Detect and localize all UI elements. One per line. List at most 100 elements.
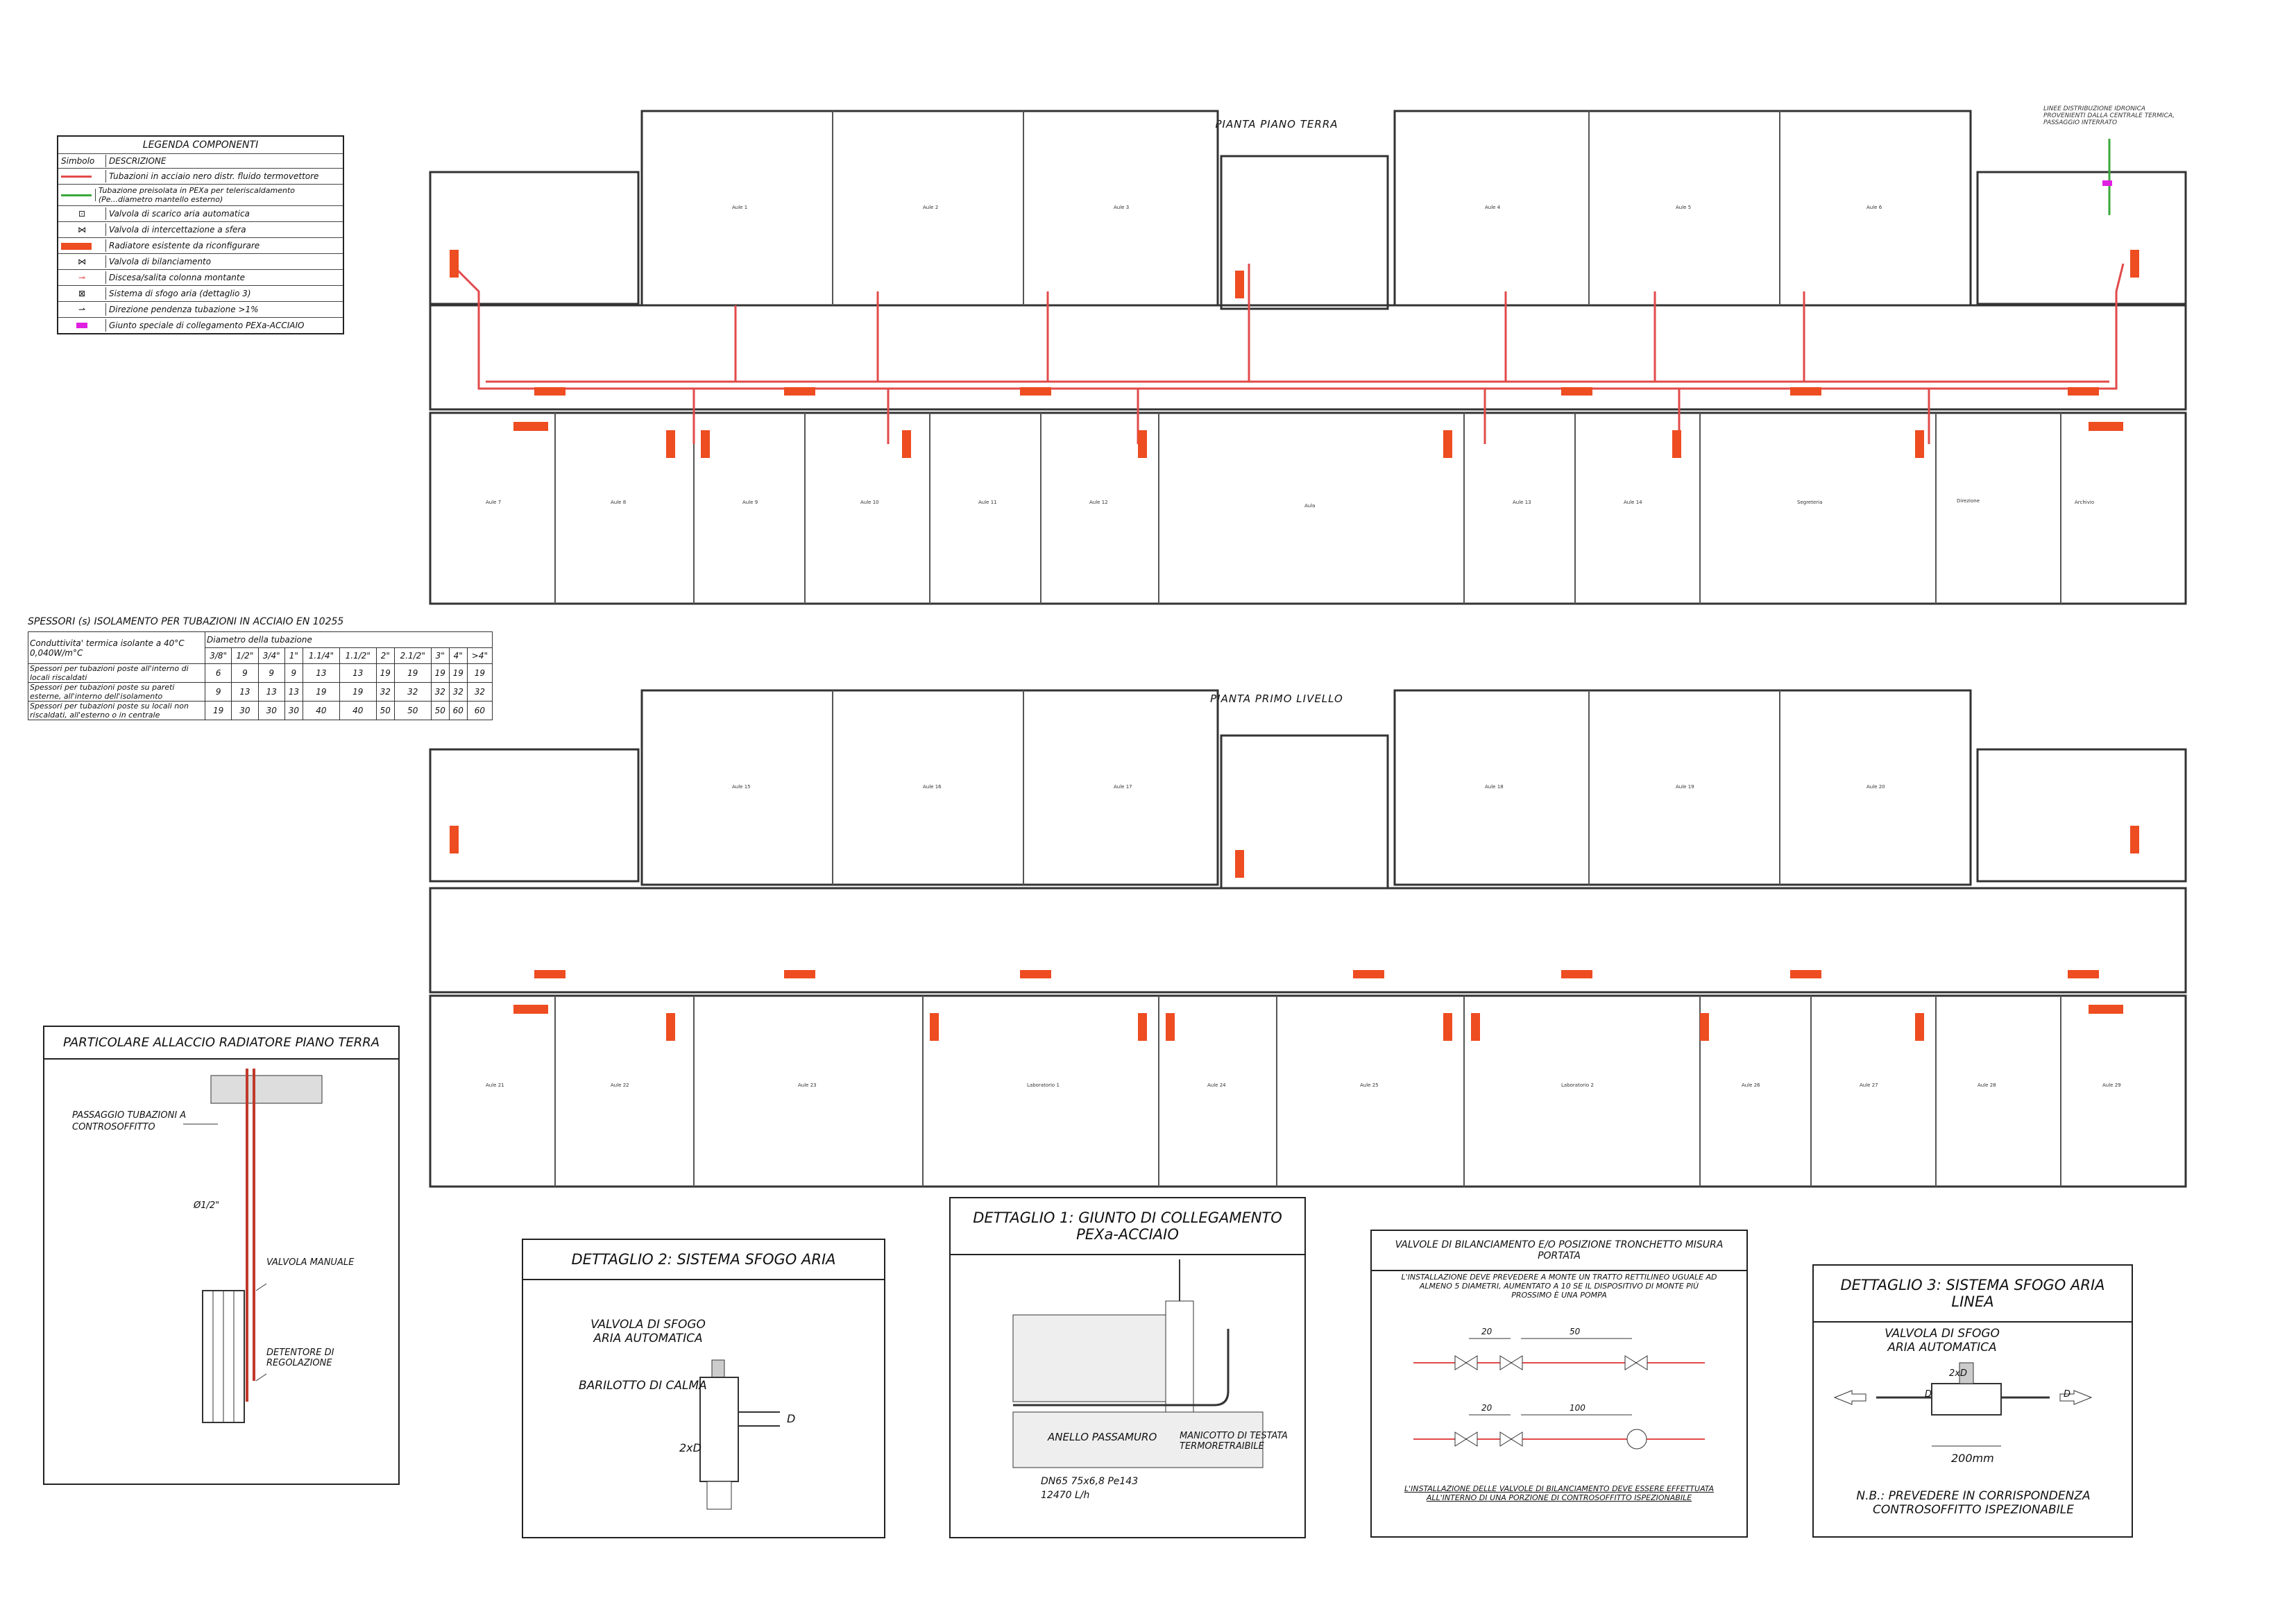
air-valve-icon: ⊡ [78,209,86,219]
d3-note: N.B.: PREVEDERE IN CORRISPONDENZA CONTRO… [1856,1489,2091,1517]
room-aule-25: Aule 25 [1360,1082,1379,1088]
d3-2d-label: 2xD [1949,1368,1967,1379]
room-aule-4: Aule 4 [1485,205,1501,210]
thickness-cell: 9 [204,682,232,702]
detail-1-title: DETTAGLIO 1: GIUNTO DI COLLEGAMENTO PEXa… [951,1198,1304,1255]
vent-icon: ⊠ [78,289,86,298]
room-aule-26: Aule 26 [1742,1082,1760,1088]
detail-1-box: DETTAGLIO 1: GIUNTO DI COLLEGAMENTO PEXa… [949,1197,1306,1538]
thickness-cell: 60 [448,701,468,720]
thickness-cell: 6 [204,663,232,683]
room-aule-3: Aule 3 [1114,205,1130,210]
dim-20-top: 20 [1481,1327,1493,1336]
room-aule-7: Aule 7 [486,500,502,505]
balancing-title: VALVOLE DI BILANCIAMENTO E/O POSIZIONE T… [1372,1231,1746,1271]
room-aule-12: Aule 12 [1089,500,1108,505]
room-aule-27: Aule 27 [1860,1082,1878,1088]
diameter-header: 2" [375,647,395,664]
legend-row: ⊠ Sistema di sfogo aria (dettaglio 3) [58,285,343,301]
legend-row: ⋈ Valvola di bilanciamento [58,253,343,269]
room-aule-2: Aule 2 [923,205,939,210]
ball-valve-icon: ⋈ [78,225,86,235]
thickness-cell: 40 [302,701,340,720]
detail-2-drawing [699,1359,780,1510]
valve-label: VALVOLA MANUALE [266,1257,355,1268]
feed-note: LINEE DISTRIBUZIONE IDRONICA PROVENIENTI… [2043,105,2175,126]
thickness-cell: 30 [231,701,259,720]
room-aule-21: Aule 21 [486,1082,504,1088]
d1-manicotto-label: MANICOTTO DI TESTATA TERMORETRAIBILE [1180,1431,1288,1452]
room-aule-19: Aule 19 [1676,784,1694,790]
joint-icon [76,323,87,328]
d1-spec-label: DN65 75x6,8 Pe143 [1041,1476,1139,1487]
diameter-header: 3/8" [204,647,232,664]
room-aule-6: Aule 6 [1866,205,1882,210]
thickness-cell: 32 [375,682,395,702]
room-aule-23: Aule 23 [798,1082,817,1088]
diameter-header: 4" [448,647,468,664]
diameter-header: >4" [466,647,493,664]
room-aula: Aula [1304,503,1316,509]
thickness-cell: 19 [393,663,432,683]
room-aule-24: Aule 24 [1207,1082,1226,1088]
detail-2-box: DETTAGLIO 2: SISTEMA SFOGO ARIA VALVOLA … [522,1239,885,1538]
room-archivio: Archivio [2075,500,2095,505]
room-aule-10: Aule 10 [860,500,879,505]
thickness-cell: 13 [257,682,285,702]
d2-valve-label: VALVOLA DI SFOGO ARIA AUTOMATICA [590,1318,706,1345]
room-aule-16: Aule 16 [923,784,942,790]
diameter-label: Ø1/2" [194,1200,220,1211]
thickness-cell: 19 [466,663,493,683]
detail-2-title: DETTAGLIO 2: SISTEMA SFOGO ARIA [523,1240,884,1280]
radiator-icon [61,242,92,250]
balancing-box: VALVOLE DI BILANCIAMENTO E/O POSIZIONE T… [1370,1230,1748,1538]
thickness-cell: 13 [284,682,303,702]
thickness-cell: 30 [257,701,285,720]
room-segreteria: Segreteria [1797,500,1823,505]
d3-length-label: 200mm [1951,1452,1994,1465]
first-floor-title: PIANTA PRIMO LIVELLO [1210,692,1343,705]
thickness-cell: 60 [466,701,493,720]
detail-3-drawing [1833,1362,2093,1447]
legend-row: Tubazione preisolata in PEXa per teleris… [58,184,343,205]
balance-valve-icon: ⋈ [78,257,86,266]
d3-valve-label: VALVOLA DI SFOGO ARIA AUTOMATICA [1885,1327,2000,1354]
riser-icon: ⊸ [78,273,86,282]
diameter-header: 2.1/2" [393,647,432,664]
legend-col-desc: DESCRIZIONE [109,156,167,166]
balancing-note-bottom: L'INSTALLAZIONE DELLE VALVOLE DI BILANCI… [1404,1484,1715,1502]
ground-floor-title: PIANTA PIANO TERRA [1215,118,1338,130]
d3-d-right-label: D [2064,1389,2071,1400]
room-aule-8: Aule 8 [611,500,627,505]
radiator-detail-title: PARTICOLARE ALLACCIO RADIATORE PIANO TER… [44,1027,398,1060]
thickness-cell: 50 [375,701,395,720]
room-laboratorio-2: Laboratorio 2 [1561,1082,1594,1088]
red-line-icon [61,176,92,178]
legend-col-symbol: Simbolo [58,155,106,167]
legend-row: Tubazioni in acciaio nero distr. fluido … [58,168,343,184]
radiator-detail-drawing [183,1069,323,1423]
room-aule-1: Aule 1 [732,205,748,210]
balancing-note-top: L'INSTALLAZIONE DEVE PREVEDERE A MONTE U… [1401,1273,1717,1300]
thickness-cell: 32 [393,682,432,702]
insulation-title: SPESSORI (s) ISOLAMENTO PER TUBAZIONI IN… [28,616,344,627]
legend-row: ⊡ Valvola di scarico aria automatica [58,205,343,221]
room-aule-28: Aule 28 [1978,1082,1996,1088]
room-direzione: Direzione [1957,498,1980,504]
dim-50: 50 [1570,1327,1581,1336]
thickness-cell: 13 [302,663,340,683]
dim-20-bottom: 20 [1481,1403,1493,1413]
room-aule-15: Aule 15 [732,784,751,790]
thickness-cell: 19 [339,682,377,702]
thickness-cell: 13 [339,663,377,683]
radiator-detail-box: PARTICOLARE ALLACCIO RADIATORE PIANO TER… [43,1026,400,1485]
legend-row: Giunto speciale di collegamento PEXa-ACC… [58,317,343,333]
balancing-drawing [1413,1338,1705,1450]
legend-table: LEGENDA COMPONENTI Simbolo DESCRIZIONE T… [57,135,344,334]
room-aule-5: Aule 5 [1676,205,1692,210]
detail-3-box: DETTAGLIO 3: SISTEMA SFOGO ARIA LINEA VA… [1812,1264,2133,1538]
d2-2d-label: 2xD [679,1441,701,1454]
pass-label: PASSAGGIO TUBAZIONI A CONTROSOFFITTO [72,1110,187,1132]
room-aule-14: Aule 14 [1624,500,1642,505]
